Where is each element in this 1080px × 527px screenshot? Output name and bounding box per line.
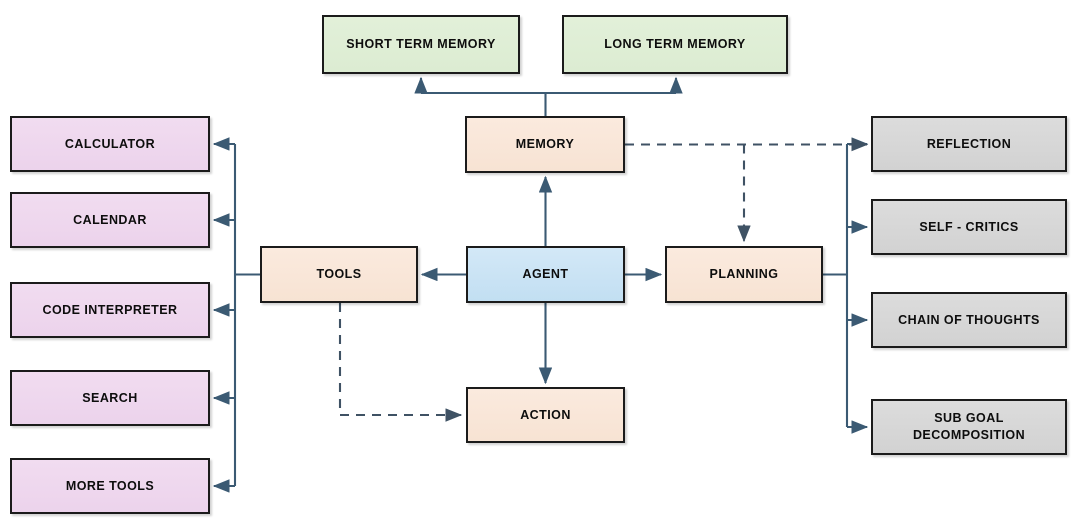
edge-planning-bus [823,144,849,427]
node-planning-reflection[interactable]: REFLECTION [871,116,1067,172]
edge-tools-bus [233,144,260,486]
node-label: PLANNING [709,267,779,282]
node-memory[interactable]: MEMORY [465,116,625,173]
node-label: MEMORY [515,137,575,152]
node-label: MORE TOOLS [65,478,155,493]
node-tool-more-tools[interactable]: MORE TOOLS [10,458,210,514]
node-tool-calendar[interactable]: CALENDAR [10,192,210,248]
node-planning-sub-goal-decomposition[interactable]: SUB GOAL DECOMPOSITION [871,399,1067,455]
node-label: REFLECTION [926,136,1012,151]
node-agent[interactable]: AGENT [466,246,625,303]
node-label: AGENT [522,267,569,282]
node-label: CODE INTERPRETER [42,302,178,317]
node-label: ACTION [520,407,571,422]
node-short-term-memory[interactable]: SHORT TERM MEMORY [322,15,520,74]
node-tools[interactable]: TOOLS [260,246,418,303]
node-planning[interactable]: PLANNING [665,246,823,303]
node-label: SEARCH [82,390,138,405]
node-label: CHAIN OF THOUGHTS [898,312,1040,327]
node-tool-calculator[interactable]: CALCULATOR [10,116,210,172]
node-tool-code-interpreter[interactable]: CODE INTERPRETER [10,282,210,338]
node-label: LONG TERM MEMORY [604,37,746,52]
node-label: CALCULATOR [64,136,156,151]
node-label: TOOLS [316,267,362,282]
node-label: SHORT TERM MEMORY [346,37,496,52]
node-tool-search[interactable]: SEARCH [10,370,210,426]
node-action[interactable]: ACTION [466,387,625,443]
node-label: SELF - CRITICS [919,219,1019,234]
node-long-term-memory[interactable]: LONG TERM MEMORY [562,15,788,74]
node-label: CALENDAR [73,212,147,227]
node-label: SUB GOAL DECOMPOSITION [912,411,1026,442]
node-planning-self-critics[interactable]: SELF - CRITICS [871,199,1067,255]
edge-tools-action-dashed [338,303,463,422]
node-planning-chain-of-thoughts[interactable]: CHAIN OF THOUGHTS [871,292,1067,348]
